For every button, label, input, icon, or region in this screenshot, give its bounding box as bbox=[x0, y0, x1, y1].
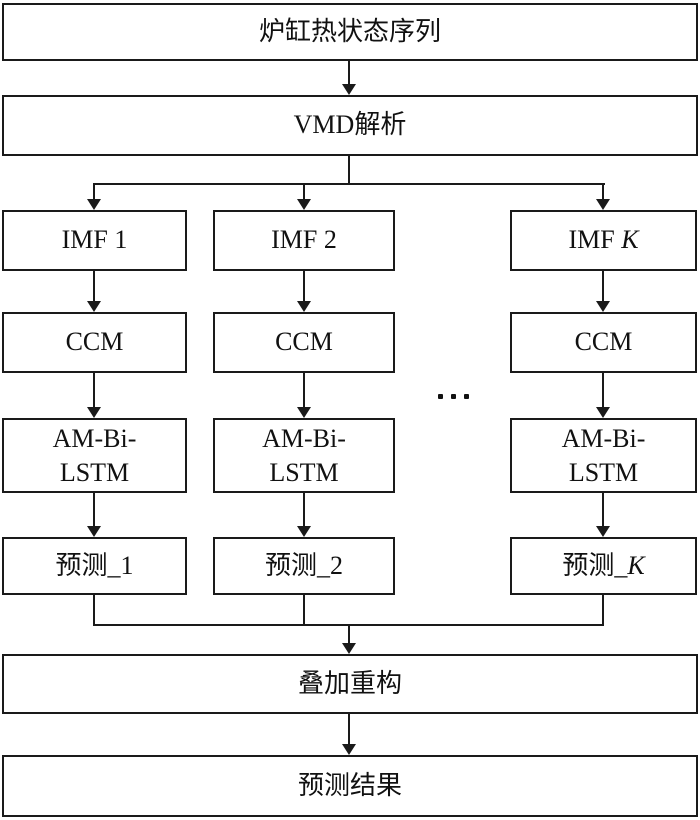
imf-1-box: IMF 1 bbox=[2, 210, 187, 271]
pred-1-box: 预测_1 bbox=[2, 537, 187, 595]
branch-rail-line bbox=[93, 183, 605, 185]
arrow-ccmk-lstm-stem bbox=[602, 373, 604, 408]
merge-drop-3-stem bbox=[602, 595, 604, 626]
arrow-reconstruct-result-stem bbox=[348, 714, 350, 745]
arrow-lstmk-pred-stem bbox=[602, 493, 604, 527]
ccm-k-label: CCM bbox=[574, 327, 633, 357]
ccm-2-label: CCM bbox=[275, 327, 333, 357]
arrow-imf2-ccm-stem bbox=[303, 271, 305, 302]
arrow-ccm2-lstm-head bbox=[297, 407, 311, 418]
merge-drop-1-stem bbox=[93, 595, 95, 626]
source-sequence-label: 炉缸热状态序列 bbox=[258, 16, 441, 46]
branch-drop-1-stem bbox=[93, 184, 95, 200]
ccm-1-label: CCM bbox=[65, 327, 124, 357]
arrow-reconstruct-result-head bbox=[342, 744, 356, 755]
arrow-imf1-ccm-stem bbox=[93, 271, 95, 302]
arrow-lstm2-pred-stem bbox=[303, 493, 305, 527]
arrow-lstm2-pred-head bbox=[297, 526, 311, 537]
ccm-2-box: CCM bbox=[213, 312, 395, 373]
arrow-lstmk-pred-head bbox=[596, 526, 610, 537]
branch-drop-2-stem bbox=[303, 184, 305, 200]
ellipsis-icon bbox=[438, 394, 469, 399]
pred-2-label: 预测_2 bbox=[264, 550, 343, 580]
result-label: 预测结果 bbox=[297, 770, 402, 800]
vmd-branch-stem bbox=[348, 156, 350, 184]
imf-k-label: IMF K bbox=[568, 225, 639, 255]
arrow-imfk-ccm-head bbox=[596, 301, 610, 312]
lstm-2-box: AM-Bi- LSTM bbox=[213, 418, 395, 493]
branch-drop-3-head bbox=[596, 199, 610, 210]
vmd-label: VMD解析 bbox=[293, 110, 407, 140]
merge-drop-2-stem bbox=[303, 595, 305, 626]
arrow-merge-reconstruct-head bbox=[342, 643, 356, 654]
branch-drop-1-head bbox=[87, 199, 101, 210]
branch-drop-2-head bbox=[297, 199, 311, 210]
imf-2-box: IMF 2 bbox=[213, 210, 395, 271]
arrow-imfk-ccm-stem bbox=[602, 271, 604, 302]
imf-1-label: IMF 1 bbox=[61, 225, 128, 255]
arrow-merge-reconstruct-stem bbox=[348, 626, 350, 644]
pred-2-box: 预测_2 bbox=[213, 537, 395, 595]
lstm-2-line2: LSTM bbox=[269, 457, 339, 487]
imf-2-label: IMF 2 bbox=[271, 225, 337, 255]
result-box: 预测结果 bbox=[2, 755, 698, 817]
arrow-source-to-vmd-head bbox=[342, 84, 356, 95]
arrow-ccm1-lstm-head bbox=[87, 407, 101, 418]
lstm-k-line1: AM-Bi- bbox=[561, 423, 646, 453]
arrow-ccm2-lstm-stem bbox=[303, 373, 305, 408]
arrow-imf1-ccm-head bbox=[87, 301, 101, 312]
arrow-source-to-vmd-stem bbox=[348, 61, 350, 85]
branch-drop-3-stem bbox=[602, 184, 604, 200]
imf-k-box: IMF K bbox=[510, 210, 697, 271]
source-sequence-box: 炉缸热状态序列 bbox=[2, 3, 698, 61]
arrow-lstm1-pred-head bbox=[87, 526, 101, 537]
arrow-ccm1-lstm-stem bbox=[93, 373, 95, 408]
arrow-ccmk-lstm-head bbox=[596, 407, 610, 418]
lstm-2-line1: AM-Bi- bbox=[262, 423, 346, 453]
merge-rail-line bbox=[93, 624, 604, 626]
pred-1-label: 预测_1 bbox=[55, 550, 134, 580]
vmd-box: VMD解析 bbox=[2, 95, 698, 156]
lstm-1-box: AM-Bi- LSTM bbox=[2, 418, 187, 493]
arrow-lstm1-pred-stem bbox=[93, 493, 95, 527]
pred-k-box: 预测_K bbox=[510, 537, 697, 595]
lstm-k-box: AM-Bi- LSTM bbox=[510, 418, 697, 493]
ccm-k-box: CCM bbox=[510, 312, 697, 373]
reconstruct-box: 叠加重构 bbox=[2, 654, 698, 714]
pred-k-label: 预测_K bbox=[562, 550, 645, 580]
lstm-1-line1: AM-Bi- bbox=[52, 423, 137, 453]
reconstruct-label: 叠加重构 bbox=[297, 668, 402, 698]
arrow-imf2-ccm-head bbox=[297, 301, 311, 312]
ccm-1-box: CCM bbox=[2, 312, 187, 373]
lstm-1-line2: LSTM bbox=[59, 457, 130, 487]
lstm-k-line2: LSTM bbox=[568, 457, 639, 487]
